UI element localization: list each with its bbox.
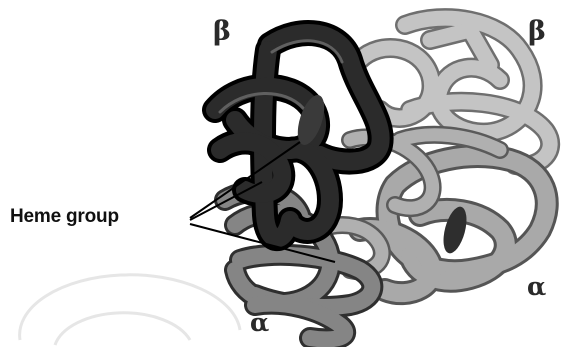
heme-group-label: Heme group <box>10 206 119 228</box>
alpha-label-right: α <box>527 272 546 301</box>
beta-label-right: β <box>528 16 546 47</box>
beta-label-left: β <box>213 16 231 47</box>
alpha-subunit-right <box>360 156 547 293</box>
background-watermark-arcs <box>20 275 240 345</box>
alpha-label-left: α <box>250 308 269 337</box>
